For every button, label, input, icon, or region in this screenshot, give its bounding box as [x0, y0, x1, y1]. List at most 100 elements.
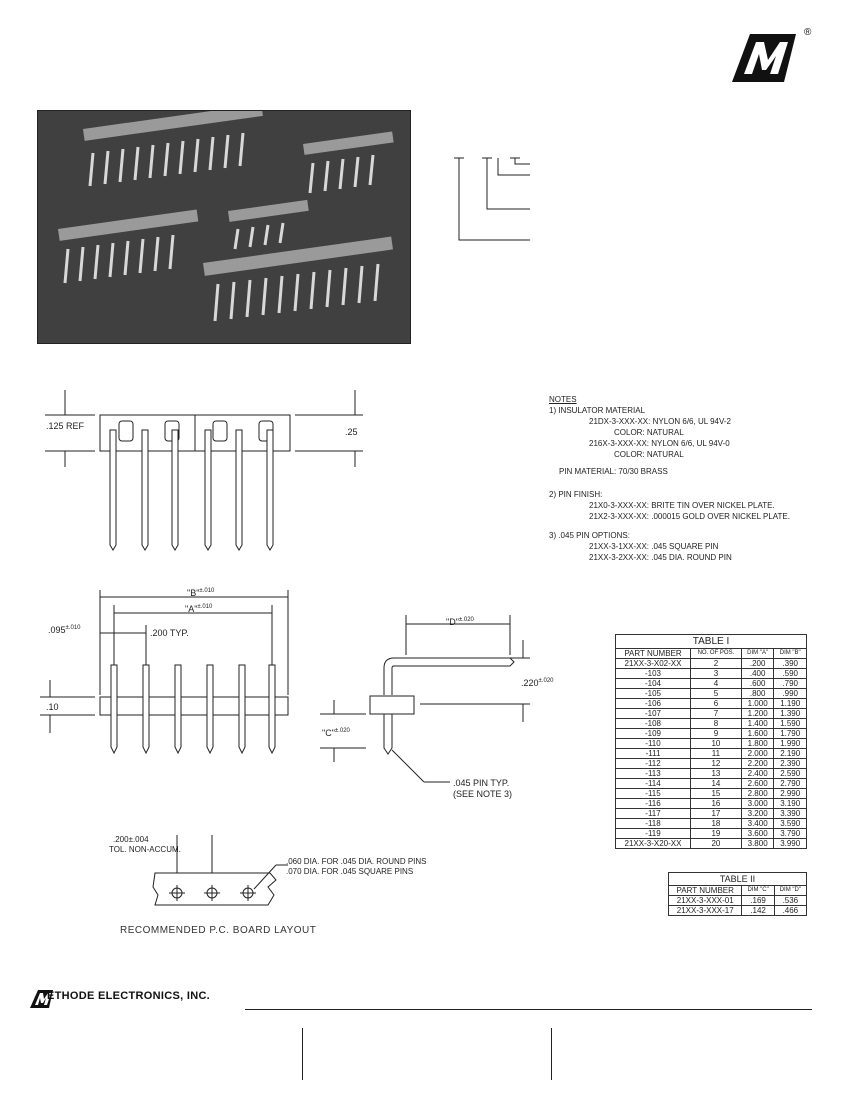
table-1-cell: 1.800: [740, 738, 775, 749]
table-1-cell: -107: [615, 708, 691, 719]
table-1-header: NO. OF POS.: [689, 648, 742, 659]
table-1-cell: 8: [689, 718, 742, 729]
table-1-cell: 15: [689, 788, 742, 799]
note-1b-desc: NYLON 6/6, UL 94V-0: [651, 439, 730, 448]
table-1-cell: .990: [773, 688, 807, 699]
table-1-cell: 2: [689, 658, 742, 669]
table-1-cell: 3: [689, 668, 742, 679]
table-2-cell: 21XX-3-XXX-01: [667, 895, 743, 906]
table-1-cell: 18: [689, 818, 742, 829]
table-1-cell: 1.600: [740, 728, 775, 739]
table-1-cell: 3.000: [740, 798, 775, 809]
table-1-cell: 3.200: [740, 808, 775, 819]
table-1-cell: 2.600: [740, 778, 775, 789]
table-1-header: PART NUMBER: [615, 648, 691, 659]
note-1a-desc: NYLON 6/6, UL 94V-2: [652, 417, 732, 426]
table-1-cell: 5: [689, 688, 742, 699]
table-1-cell: .800: [740, 688, 775, 699]
table-1-cell: 13: [689, 768, 742, 779]
table-1-cell: 3.790: [773, 828, 807, 839]
table-1-cell: -118: [615, 818, 691, 829]
table-1-cell: -105: [615, 688, 691, 699]
table-1-cell: 1.390: [773, 708, 807, 719]
table-1-cell: 1.000: [740, 698, 775, 709]
table-1-cell: 1.790: [773, 728, 807, 739]
note-1-title: 1) INSULATOR MATERIAL: [549, 406, 646, 415]
note-1a-pn: 21DX-3-XXX-XX:: [589, 417, 651, 426]
pcb-non-accum: TOL. NON-ACCUM.: [109, 845, 181, 854]
note-2b: 21X2-3-XXX-XX: .000015 GOLD OVER NICKEL …: [589, 512, 790, 521]
table-1-cell: -119: [615, 828, 691, 839]
table-2-row: 21XX-3-XXX-01.169.536: [667, 895, 808, 906]
table-1-cell: -117: [615, 808, 691, 819]
table-1: TABLE I PART NUMBER NO. OF POS. DIM "A" …: [615, 634, 807, 849]
table-2-title: TABLE II: [668, 872, 807, 886]
table-1-cell: 2.000: [740, 748, 775, 759]
ref-dimension-label: .125 REF: [46, 421, 85, 431]
pcb-caption: RECOMMENDED P.C. BOARD LAYOUT: [120, 925, 317, 936]
side-view-drawing: [45, 390, 363, 551]
dim-b-label: "B"±.010: [187, 588, 214, 598]
note-2-title: 2) PIN FINISH:: [549, 490, 603, 499]
table-1-cell: 21XX-3-X02-XX: [615, 658, 691, 669]
table-1-cell: 2.200: [740, 758, 775, 769]
table-1-cell: 1.400: [740, 718, 775, 729]
table-1-cell: -110: [615, 738, 691, 749]
table-1-cell: 3.600: [740, 828, 775, 839]
table-1-cell: 2.990: [773, 788, 807, 799]
table-1-cell: 2.400: [740, 768, 775, 779]
pin-material: PIN MATERIAL: 70/30 BRASS: [559, 467, 668, 476]
table-1-header: DIM "A": [740, 648, 775, 659]
table-1-cell: 3.800: [740, 838, 775, 849]
table-1-cell: -106: [615, 698, 691, 709]
table-1-cell: 1.190: [773, 698, 807, 709]
note-3b: 21XX-3-2XX-XX: .045 DIA. ROUND PIN: [589, 553, 732, 562]
dim-a-text: "A": [185, 604, 198, 614]
note-2a: 21X0-3-XXX-XX: BRITE TIN OVER NICKEL PLA…: [589, 501, 775, 510]
table-2-cell: .169: [741, 895, 775, 906]
table-1-cell: 2.190: [773, 748, 807, 759]
table-1-cell: 3.990: [773, 838, 807, 849]
dim-c-tol: ±.020: [334, 728, 350, 734]
note-1a-color: COLOR: NATURAL: [614, 428, 684, 437]
footer-logo-icon: [30, 990, 53, 1008]
table-2: TABLE II PART NUMBER DIM "C" DIM "D" 21X…: [667, 872, 808, 916]
table-1-cell: 1.590: [773, 718, 807, 729]
table-2-cell: .466: [773, 905, 808, 916]
table-1-cell: 2.800: [740, 788, 775, 799]
table-1-cell: 14: [689, 778, 742, 789]
dim-25-label: .25: [345, 427, 358, 437]
notes-block: NOTES 1) INSULATOR MATERIAL 21DX-3-XXX-X…: [549, 394, 839, 563]
table-1-cell: 2.390: [773, 758, 807, 769]
dim-d-tol: ±.020: [458, 617, 474, 623]
dim-a-tol: ±.010: [197, 604, 213, 610]
table-1-cell: 7: [689, 708, 742, 719]
dim-b-tol: ±.010: [199, 588, 215, 594]
table-1-cell: .590: [773, 668, 807, 679]
pcb-hole-round: .060 DIA. FOR .045 DIA. ROUND PINS: [286, 857, 427, 866]
registered-mark: ®: [804, 27, 812, 38]
pcb-tolerance: .200±.004: [113, 835, 149, 844]
front-view-drawing: [40, 590, 289, 755]
methode-logo: [732, 34, 796, 82]
company-name: ETHODE ELECTRONICS, INC.: [47, 990, 211, 1002]
table-1-cell: 3.390: [773, 808, 807, 819]
table-1-cell: 21XX-3-X20-XX: [615, 838, 691, 849]
dim-a-label: "A"±.010: [185, 604, 212, 614]
table-1-cell: 1.200: [740, 708, 775, 719]
table-1-cell: 3.400: [740, 818, 775, 829]
table-1-cell: .790: [773, 678, 807, 689]
table-1-title: TABLE I: [615, 634, 807, 649]
table-1-cell: -111: [615, 748, 691, 759]
table-1-cell: 16: [689, 798, 742, 809]
